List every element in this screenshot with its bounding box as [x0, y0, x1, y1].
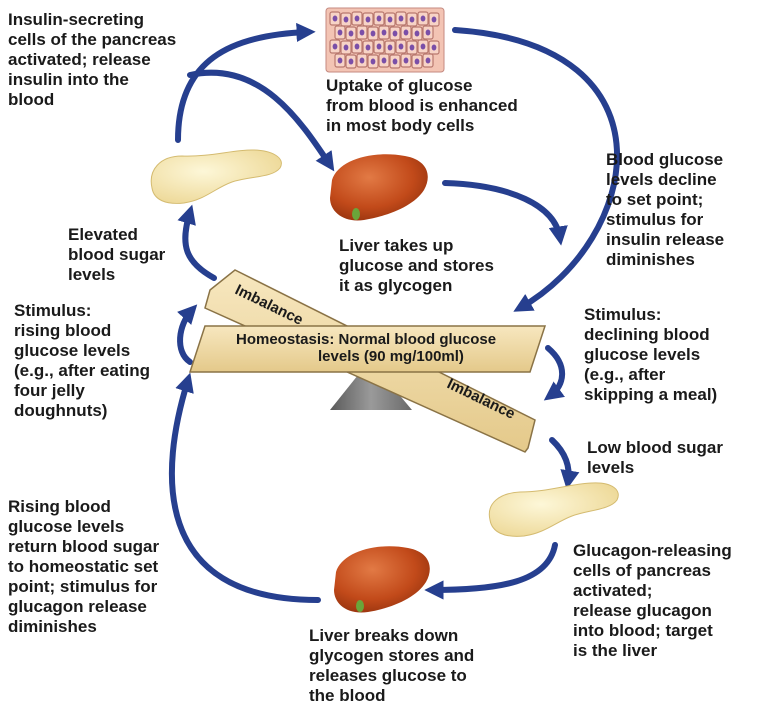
cell-nucleus: [370, 58, 376, 65]
arrow-stimulus-rising: [177, 304, 198, 365]
homeostasis-label-line1: Homeostasis: Normal blood glucose: [236, 331, 496, 348]
cell-nucleus: [337, 29, 343, 36]
fulcrum: [330, 360, 412, 410]
arrow-low-sugar: [549, 437, 580, 490]
cell-nucleus: [409, 16, 415, 23]
cell-nucleus: [365, 44, 371, 51]
cell-nucleus: [431, 16, 437, 23]
label-glucagon-cells: Glucagon-releasing cells of pancreas act…: [573, 541, 732, 660]
cell-nucleus: [348, 30, 354, 37]
cell-nucleus: [332, 43, 338, 50]
pancreas-bottom-illustration: [488, 482, 619, 537]
cell-nucleus: [420, 15, 426, 22]
cell-nucleus: [332, 15, 338, 22]
cell-nucleus: [337, 57, 343, 64]
pancreas-top-illustration: [150, 149, 282, 204]
cell-nucleus: [354, 43, 360, 50]
label-stimulus-rising: Stimulus: rising blood glucose levels (e…: [14, 301, 151, 420]
cell-nucleus: [376, 15, 382, 22]
arrow-pancreas-to-cells: [175, 22, 316, 143]
label-stimulus-declining: Stimulus: declining blood glucose levels…: [584, 305, 718, 404]
arrow-cells-to-beam: [452, 27, 620, 312]
cell-nucleus: [409, 44, 415, 51]
cell-nucleus: [392, 30, 398, 37]
cell-nucleus: [343, 16, 349, 23]
liver-top-illustration: [330, 154, 428, 221]
liver-bottom-illustration: [334, 546, 430, 613]
label-uptake: Uptake of glucose from blood is enhanced…: [326, 76, 518, 135]
arrow-liver-to-beam-bottom: [168, 372, 321, 603]
label-elevated: Elevated blood sugar levels: [68, 225, 166, 284]
homeostasis-beam: [188, 325, 547, 373]
cell-nucleus: [381, 57, 387, 64]
label-rising-return: Rising blood glucose levels return blood…: [8, 497, 160, 636]
cell-nucleus: [381, 29, 387, 36]
cell-nucleus: [359, 29, 365, 36]
cell-nucleus: [403, 29, 409, 36]
cell-nucleus: [370, 30, 376, 37]
balance-scale: Imbalance Imbalance Homeostasis: Normal …: [188, 269, 547, 453]
label-liver-up: Liver takes up glucose and stores it as …: [339, 236, 494, 295]
cell-nucleus: [398, 15, 404, 22]
arrow-pancreas-to-liver: [187, 69, 335, 172]
cell-nucleus: [387, 44, 393, 51]
cell-nucleus: [425, 57, 431, 64]
label-liver-down: Liver breaks down glycogen stores and re…: [309, 626, 475, 705]
cell-nucleus: [365, 16, 371, 23]
label-low-sugar: Low blood sugar levels: [587, 438, 723, 477]
arrow-liver-to-beam: [442, 180, 568, 246]
arrow-stimulus-declining: [543, 345, 566, 401]
cell-nucleus: [376, 43, 382, 50]
cell-nucleus: [387, 16, 393, 23]
cell-nucleus: [343, 44, 349, 51]
label-insulin-cells: Insulin-secreting cells of the pancreas …: [8, 10, 177, 109]
homeostasis-label-line2: levels (90 mg/100ml): [318, 348, 464, 365]
cell-nucleus: [354, 15, 360, 22]
cell-nucleus: [359, 57, 365, 64]
arrow-elevated-to-pancreas: [177, 204, 217, 281]
cell-nucleus: [392, 58, 398, 65]
cell-nucleus: [420, 43, 426, 50]
cell-nucleus: [414, 30, 420, 37]
label-decline: Blood glucose levels decline to set poin…: [606, 150, 725, 269]
cycle-arrows: [168, 22, 620, 603]
arrow-pancreas-to-liver-bottom: [424, 542, 558, 600]
cell-nucleus: [398, 43, 404, 50]
cell-nucleus: [348, 58, 354, 65]
cell-nucleus: [425, 29, 431, 36]
cell-nucleus: [414, 58, 420, 65]
cell-nucleus: [403, 57, 409, 64]
body-cells-illustration: [325, 7, 445, 73]
cell-nucleus: [431, 44, 437, 51]
